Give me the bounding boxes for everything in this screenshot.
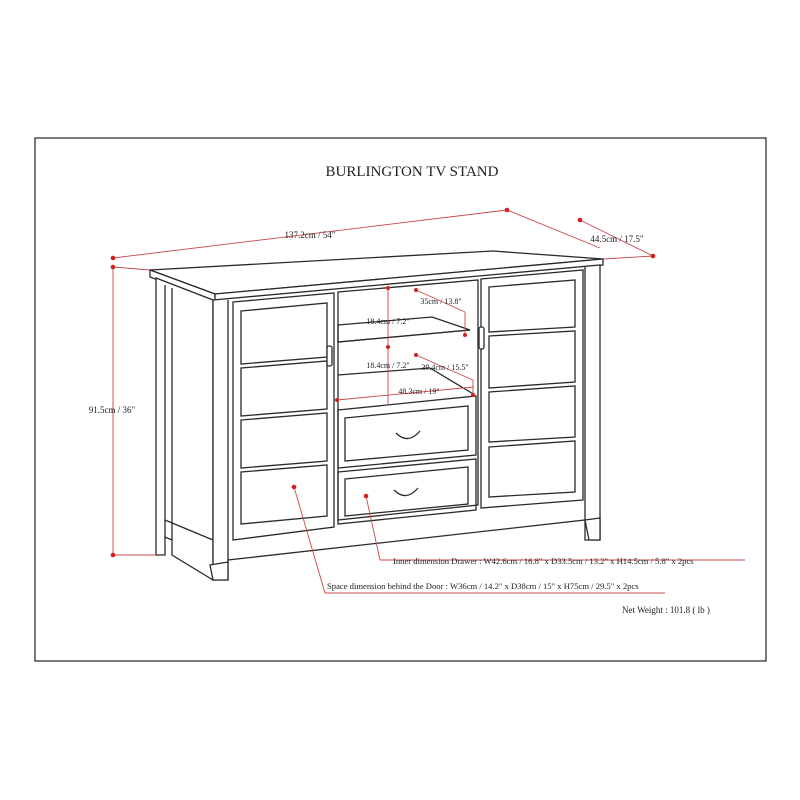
shelf-top-depth-label: 35cm / 13.8" xyxy=(420,297,461,306)
drawer-pull-lower xyxy=(393,487,419,497)
drawer-pull-upper xyxy=(395,430,421,440)
net-weight: Net Weight : 101.8 ( lb ) xyxy=(622,605,710,615)
shelf-lower-height-label: 18.4cm / 7.2" xyxy=(366,361,409,370)
dimension-lines xyxy=(110,207,745,594)
width-label: 137.2cm / 54" xyxy=(285,230,336,240)
right-door-handle xyxy=(478,326,485,350)
depth-label: 44.5cm / 17.5" xyxy=(590,234,643,244)
height-label: 91.5cm / 36" xyxy=(89,405,136,415)
door-space-note: Space dimension behind the Door : W36cm … xyxy=(327,581,639,591)
drawer-dimension-note: Inner dimension Drawer : W42.6cm / 16.8"… xyxy=(393,556,694,566)
opening-width-label: 48.3cm / 19" xyxy=(398,387,439,396)
frame-border xyxy=(34,137,767,662)
shelf-upper-height-label: 18.4cm / 7.2" xyxy=(366,317,409,326)
cabinet xyxy=(149,250,604,582)
left-door-handle xyxy=(326,345,333,367)
diagram-title: BURLINGTON TV STAND xyxy=(326,164,499,180)
shelf-lower-depth-label: 39.4cm / 15.5" xyxy=(421,363,468,372)
